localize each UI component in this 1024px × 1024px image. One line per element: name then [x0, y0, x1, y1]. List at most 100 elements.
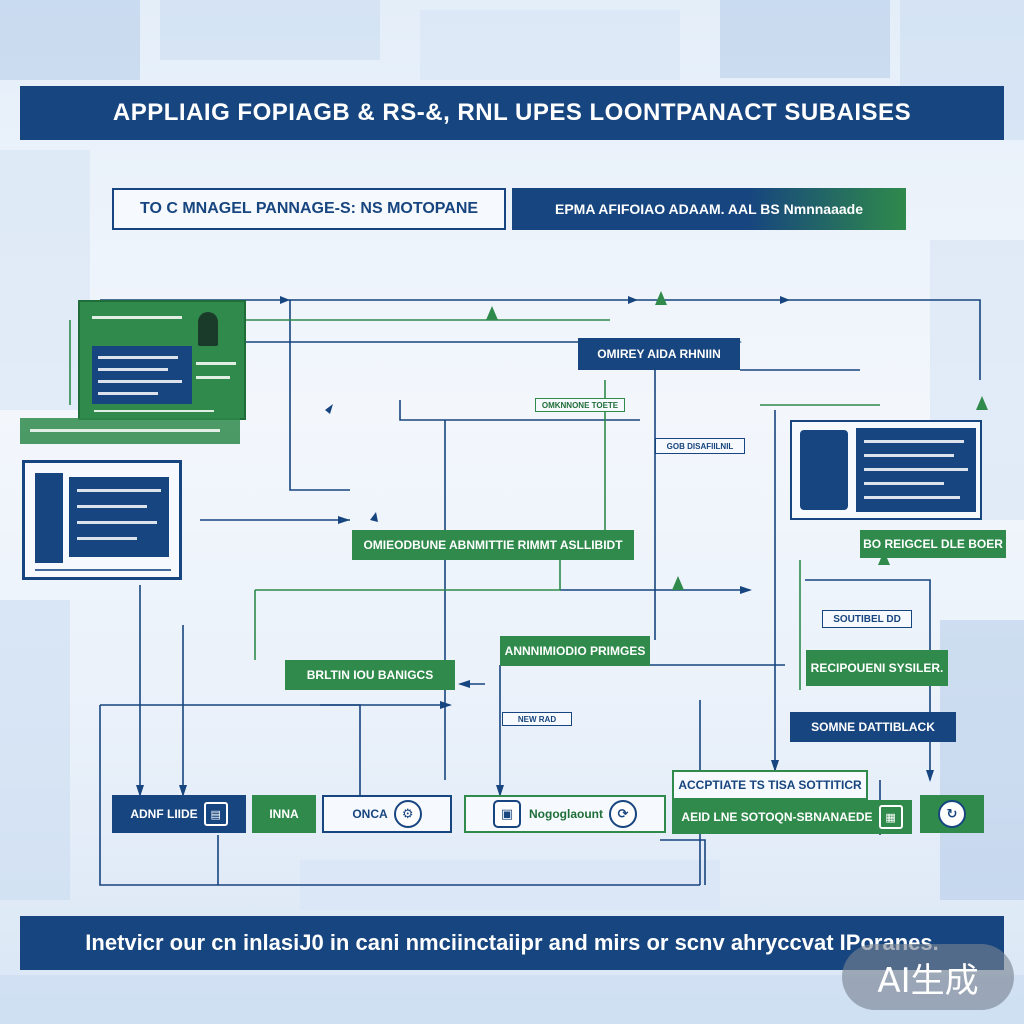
refresh-icon: ↻ — [938, 800, 966, 828]
arrowhead — [486, 306, 498, 320]
arrowhead — [440, 701, 452, 709]
arrowhead — [325, 404, 333, 414]
small-label: NEW RAD — [502, 712, 572, 726]
grid-icon: ▦ — [878, 805, 903, 829]
text-line — [35, 569, 171, 571]
connector — [255, 560, 561, 591]
node-center-bottom-callout: ACCPTIATE TS TISA SOTTITICR — [672, 770, 868, 800]
ai-badge-text: AI生成 — [877, 960, 979, 1001]
text-line — [98, 368, 168, 371]
team-icon — [800, 430, 848, 510]
node-label: Nogoglaount — [529, 807, 603, 821]
small-label-text: GOB DISAFIILNIL — [666, 441, 734, 451]
text-line — [92, 316, 182, 319]
text-line — [864, 468, 968, 471]
subtitle-right: EPMA AFIFOIAO ADAAM. AAL BS Nmnnaaade — [512, 188, 906, 230]
arrowhead — [655, 291, 667, 305]
arrowhead — [370, 512, 378, 522]
dashboard-panel-top-left — [78, 300, 246, 420]
text-line — [98, 356, 178, 359]
node-right-1: BO REIGCEL DLE BOER — [860, 530, 1006, 558]
node-label: BO REIGCEL DLE BOER — [863, 537, 1003, 551]
node-label: SOMNE DATTIBLACK — [811, 720, 935, 734]
person-figure-icon — [198, 312, 218, 346]
node-label: OMIEODBUNE ABNMITTIE RIMMT ASLLIBIDT — [363, 538, 623, 552]
connector — [399, 400, 640, 421]
bottom-node-5: AEID LNE SOTOQN-SBNANAEDE ▦ — [672, 800, 912, 834]
node-mid-center: ANNNIMIODIO PRIMGES — [500, 636, 650, 666]
arrowhead — [280, 296, 290, 304]
node-top-center: OMIREY AIDA RHNIIN — [578, 338, 740, 370]
arrowhead — [780, 296, 790, 304]
gear-icon: ⚙ — [393, 800, 422, 828]
bottom-node-1: ADNF LIIDE ▤ — [112, 795, 246, 833]
text-line — [864, 496, 960, 499]
arrowhead — [878, 551, 890, 565]
dashboard-screen — [92, 346, 192, 404]
node-label: INNA — [269, 807, 299, 821]
text-line — [77, 537, 137, 540]
background-block — [0, 600, 70, 900]
info-panel-right — [790, 420, 982, 520]
background-block — [940, 620, 1024, 900]
connector — [100, 704, 361, 795]
node-label: ONCA — [352, 807, 388, 821]
arrowhead — [976, 396, 988, 410]
arrowhead — [740, 586, 752, 594]
person-silhouette-icon — [35, 473, 63, 563]
bottom-node-6: ↻ — [920, 795, 984, 833]
bottom-node-4: ▣ Nogoglaount ⟳ — [464, 795, 666, 833]
node-right-2: SOUTIBEL DD — [822, 610, 912, 628]
ai-generated-badge: AI生成 — [842, 944, 1014, 1010]
node-label: AEID LNE SOTOQN-SBNANAEDE — [681, 810, 873, 824]
text-line — [864, 440, 964, 443]
background-block — [0, 150, 90, 410]
bottom-node-2: INNA — [252, 795, 316, 833]
subtitle-left: TO C MNAGEL PANNAGE-S: NS MOTOPANE — [112, 188, 506, 230]
text-line — [98, 380, 182, 383]
node-right-4: SOMNE DATTIBLACK — [790, 712, 956, 742]
node-right-3: RECIPOUENI SYSILER. — [806, 650, 948, 686]
small-label: OMKNNONE TOETE — [535, 398, 625, 412]
node-label: SOUTIBEL DD — [833, 613, 901, 625]
cycle-icon: ⟳ — [608, 800, 637, 828]
text-line — [864, 454, 954, 457]
footer-bar: Inetvicr our cn inlasiJ0 in cani nmciinc… — [20, 916, 1004, 970]
arrowhead — [628, 296, 638, 304]
background-block — [420, 10, 680, 80]
small-label-text: NEW RAD — [517, 714, 557, 724]
arrowhead — [496, 785, 504, 797]
info-panel-left — [22, 460, 182, 580]
bottom-node-3: ONCA ⚙ — [322, 795, 452, 833]
arrowhead — [771, 760, 779, 772]
device-icon: ▣ — [493, 800, 521, 828]
footer-text: Inetvicr our cn inlasiJ0 in cani nmciinc… — [85, 930, 939, 955]
subtitle-right-text: EPMA AFIFOIAO ADAAM. AAL BS Nmnnaaade — [554, 201, 864, 217]
text-line — [98, 392, 158, 395]
arrowhead — [458, 680, 470, 688]
text-line — [30, 429, 220, 432]
node-lower-left: BRLTIN IOU BANIGCS — [285, 660, 455, 690]
small-label: GOB DISAFIILNIL — [655, 438, 745, 454]
connector — [99, 705, 700, 886]
node-label: ANNNIMIODIO PRIMGES — [504, 644, 646, 658]
connector — [660, 839, 706, 885]
node-label: OMIREY AIDA RHNIIN — [597, 347, 721, 361]
diagram-title: APPLIAIG FOPIAGB & RS-&, RNL UPES LOONTP… — [112, 99, 912, 126]
node-label: BRLTIN IOU BANIGCS — [306, 668, 434, 682]
text-line — [864, 482, 944, 485]
node-label: ACCPTIATE TS TISA SOTTITICR — [678, 778, 862, 792]
connector — [290, 299, 981, 380]
small-label-text: OMKNNONE TOETE — [541, 400, 619, 410]
text-line — [196, 376, 230, 379]
text-line — [94, 410, 214, 412]
node-mid-left: OMIEODBUNE ABNMITTIE RIMMT ASLLIBIDT — [352, 530, 634, 560]
background-block — [160, 0, 380, 60]
node-label: ADNF LIIDE — [130, 807, 198, 821]
arrowhead — [338, 516, 350, 524]
dashboard-panel-strip — [20, 418, 240, 444]
subtitle-left-text: TO C MNAGEL PANNAGE-S: NS MOTOPANE — [139, 200, 479, 217]
arrowhead — [926, 770, 934, 782]
document-icon: ▤ — [203, 802, 228, 826]
